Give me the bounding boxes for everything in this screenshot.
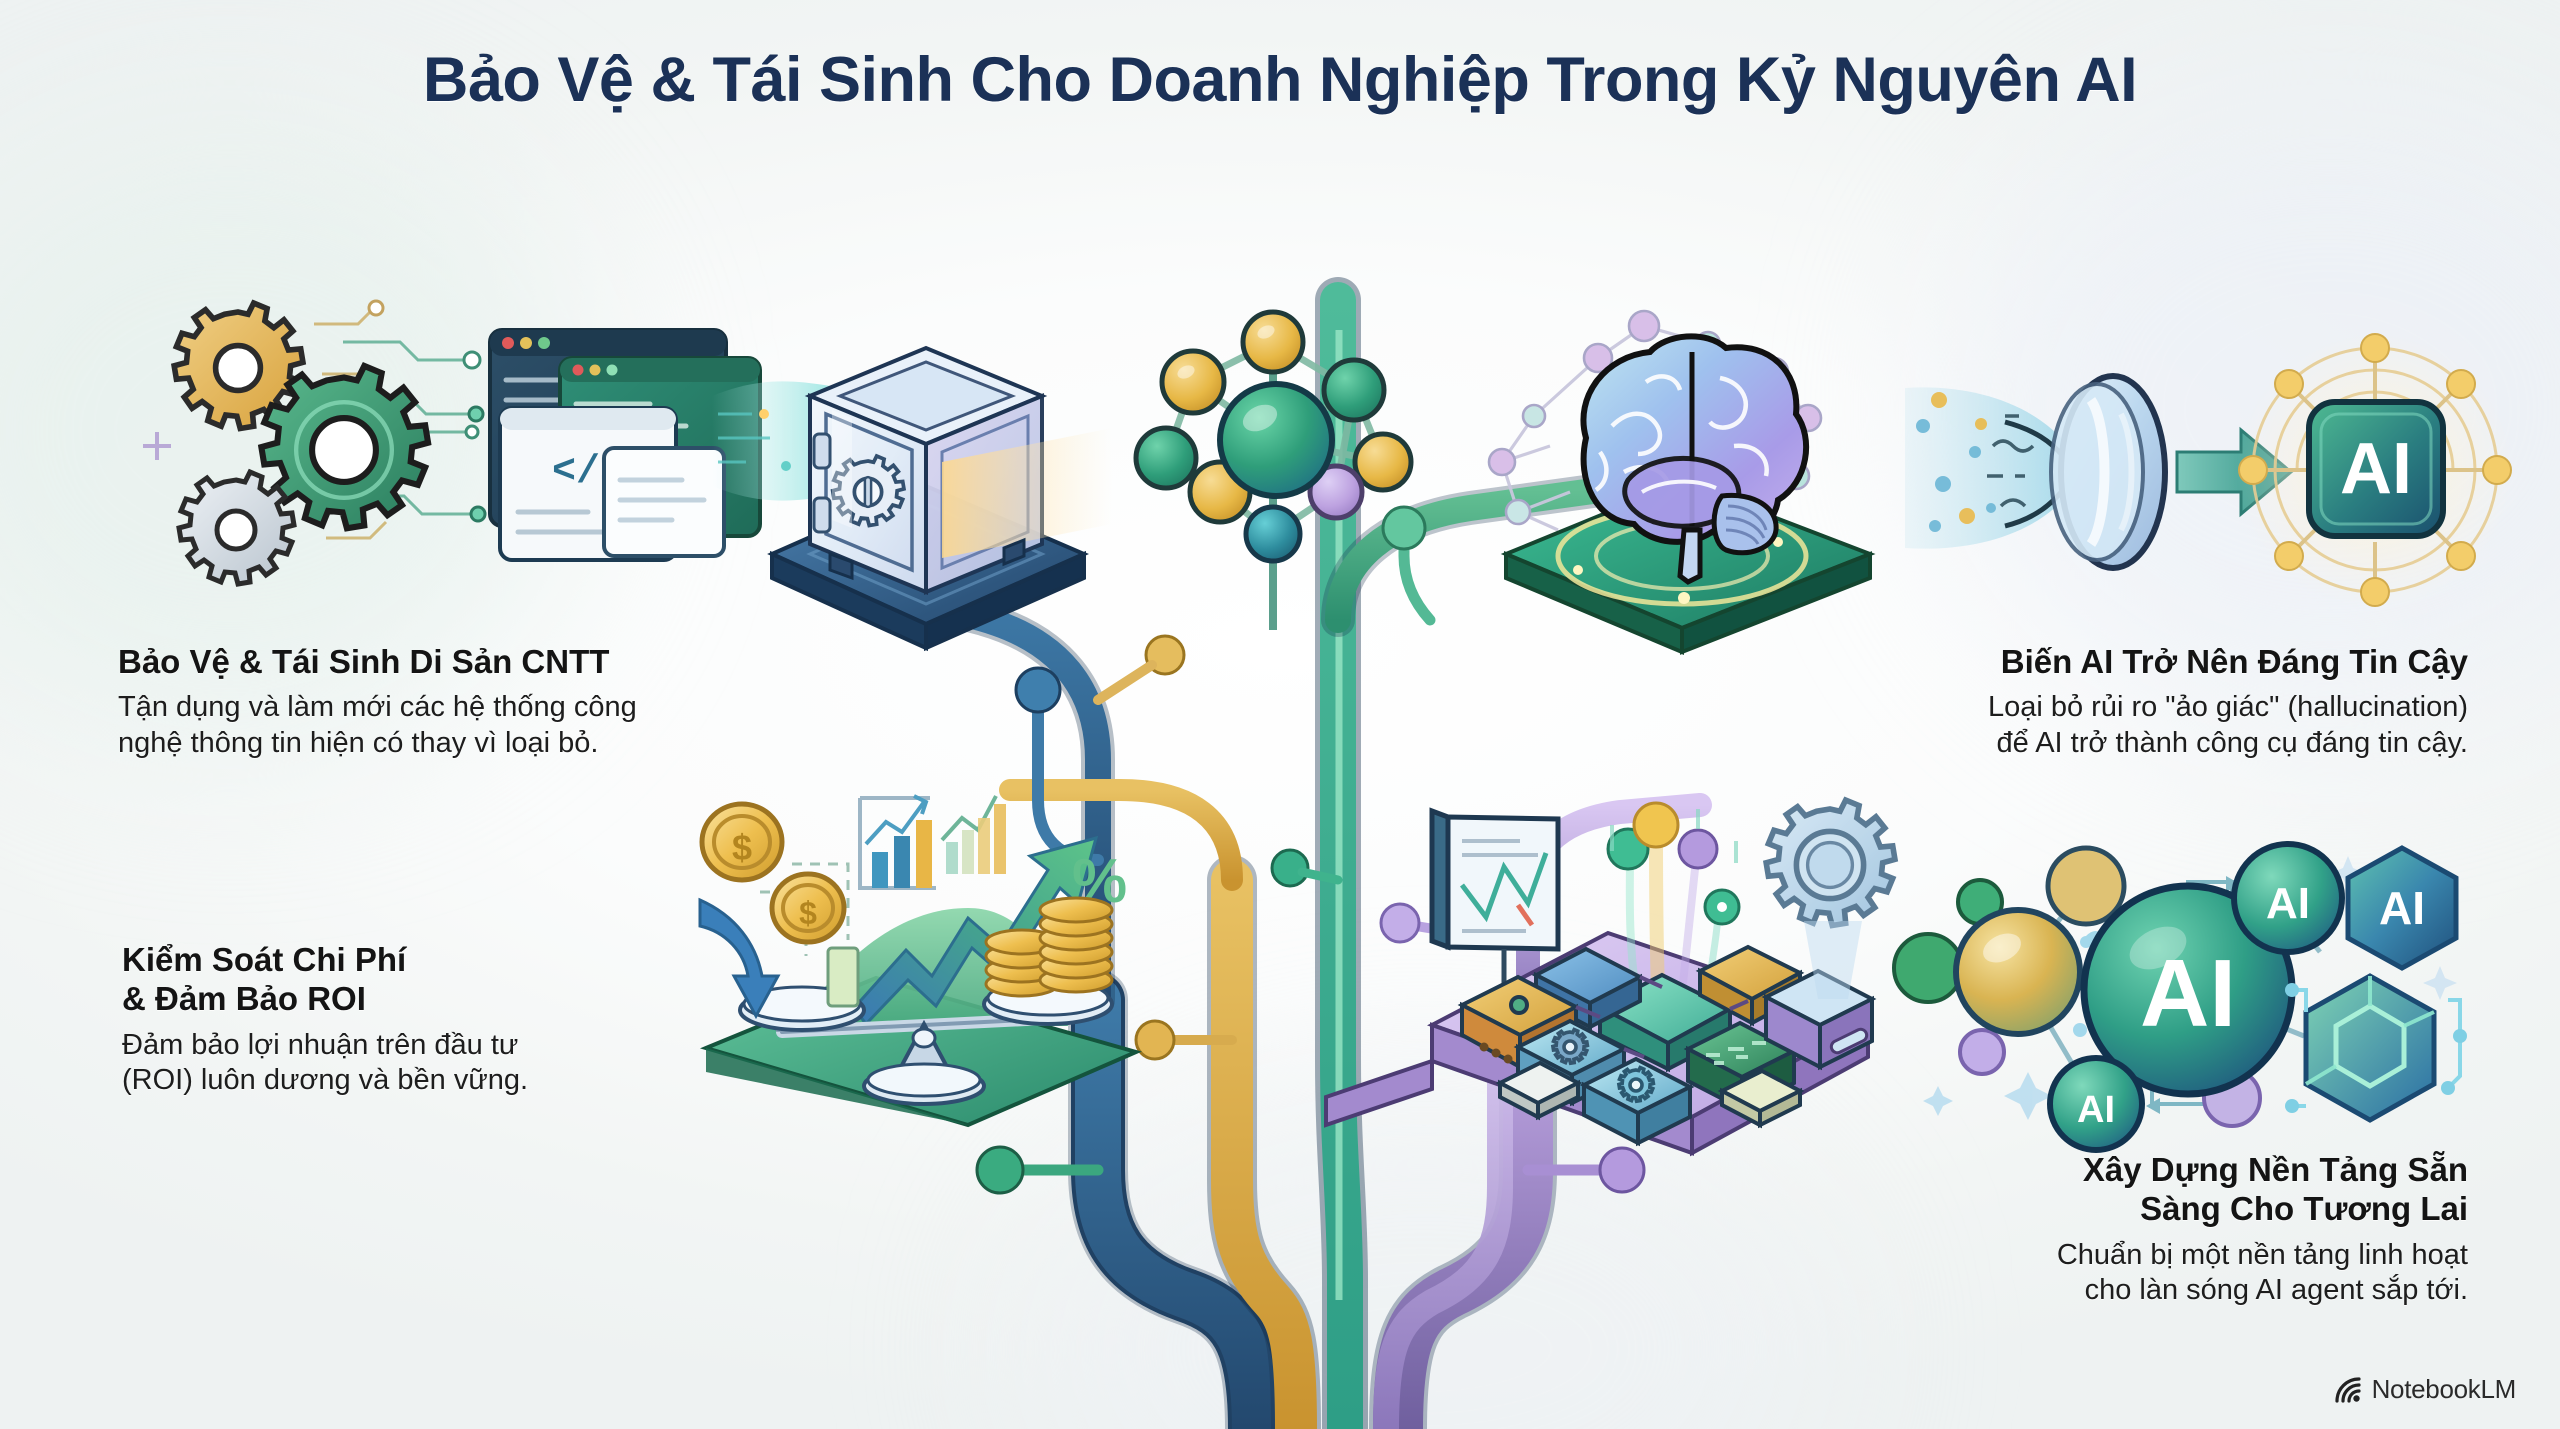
ai-node-label-main: AI — [2140, 940, 2236, 1047]
ai-agent-network-illustration: AI AI AI AI — [1892, 840, 2490, 1153]
balance-scale-coins-growth-illustration: % $ — [698, 780, 1200, 1128]
svg-text:$: $ — [799, 895, 817, 931]
secure-vault-illustration — [712, 286, 1142, 652]
text-block-bottom-left: Kiểm Soát Chi Phí & Đảm Bảo ROI Đảm bảo … — [122, 940, 762, 1099]
body-top-left: Tận dụng và làm mới các hệ thống công ng… — [118, 691, 637, 760]
body-bottom-left: Đảm bảo lợi nhuận trên đầu tư (ROI) luôn… — [122, 1028, 529, 1097]
body-bottom-right: Chuẩn bị một nền tảng linh hoạt cho làn … — [2056, 1238, 2468, 1307]
notebooklm-label: NotebookLM — [2371, 1374, 2517, 1404]
heading-top-right: Biến AI Trở Nên Đáng Tin Cậy — [2000, 643, 2468, 680]
text-block-top-left: Bảo Vệ & Tái Sinh Di Sản CNTT Tận dụng v… — [118, 642, 798, 762]
text-block-bottom-right: Xây Dựng Nền Tảng Sẵn Sàng Cho Tương Lai… — [1768, 1150, 2468, 1309]
heading-top-left: Bảo Vệ & Tái Sinh Di Sản CNTT — [118, 643, 610, 680]
lens-filter-ai-chip-illustration: AI — [1905, 330, 2513, 620]
modular-platform-illustration — [1324, 795, 1910, 1157]
heading-bottom-left: Kiểm Soát Chi Phí & Đảm Bảo ROI — [122, 941, 407, 1018]
ai-brain-on-platform-illustration — [1478, 286, 1898, 656]
heading-bottom-right: Xây Dựng Nền Tảng Sẵn Sàng Cho Tương Lai — [2082, 1151, 2468, 1228]
legacy-it-illustration: </> — [108, 299, 768, 590]
notebooklm-spiral-icon — [2333, 1375, 2363, 1405]
page-title: Bảo Vệ & Tái Sinh Cho Doanh Nghiệp Trong… — [422, 45, 2138, 115]
ai-node-label-2: AI — [2266, 879, 2310, 928]
coin-symbol: $ — [732, 827, 752, 868]
ai-node-label-4: AI — [2379, 882, 2425, 934]
body-top-right: Loại bỏ rủi ro "ảo giác" (hallucination)… — [1987, 691, 2468, 760]
ai-chip-label: AI — [2340, 429, 2412, 509]
text-block-top-right: Biến AI Trở Nên Đáng Tin Cậy Loại bỏ rủi… — [1708, 642, 2468, 762]
ai-node-label-3: AI — [2077, 1089, 2115, 1131]
notebooklm-watermark: NotebookLM — [2333, 1374, 2516, 1405]
node-network-canopy-illustration — [1128, 300, 1458, 630]
